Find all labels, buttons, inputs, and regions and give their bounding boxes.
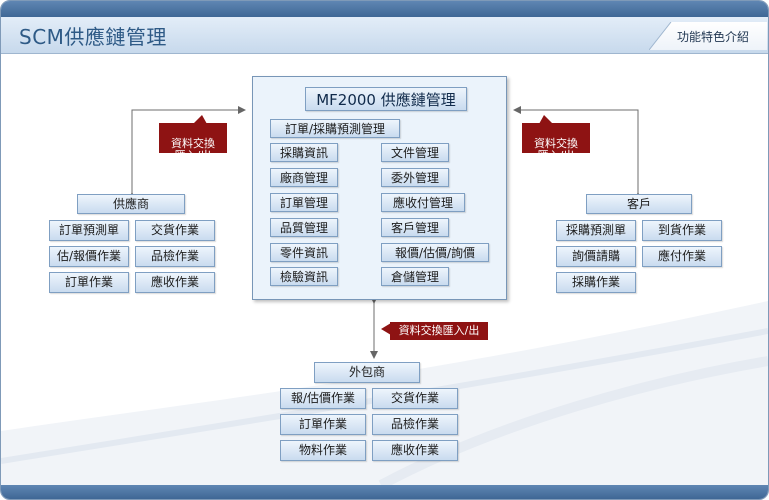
supplier-item[interactable]: 交貨作業 [135,220,215,241]
supplier-item[interactable]: 應收作業 [135,272,215,293]
feature-tag-box [649,22,767,50]
center-item[interactable]: 客戶管理 [381,218,449,237]
bottom-bar [1,485,768,499]
customer-title[interactable]: 客戶 [586,194,692,214]
outsourcer-item[interactable]: 交貨作業 [372,388,458,409]
outsourcer-item[interactable]: 報/估價作業 [280,388,366,409]
header-band [1,17,768,54]
customer-item[interactable]: 採購預測單 [556,220,636,241]
callout-text: 資料交換匯入/出 [398,324,480,337]
center-item[interactable]: 零件資訊 [270,243,338,262]
center-item[interactable]: 應收付管理 [381,193,465,212]
center-item[interactable]: 倉儲管理 [381,267,449,286]
center-item[interactable]: 報價/估價/詢價 [381,243,489,262]
outsourcer-item[interactable]: 物料作業 [280,440,366,461]
center-subtitle[interactable]: 訂單/採購預測管理 [270,119,400,138]
center-item[interactable]: 檢驗資訊 [270,267,338,286]
center-item[interactable]: 採購資訊 [270,143,338,162]
outsourcer-item[interactable]: 應收作業 [372,440,458,461]
center-item[interactable]: 廠商管理 [270,168,338,187]
outsourcer-item[interactable]: 訂單作業 [280,414,366,435]
feature-tag[interactable]: 功能特色介紹 [677,30,750,44]
page-title: SCM供應鏈管理 [19,25,167,49]
supplier-item[interactable]: 品檢作業 [135,246,215,267]
callout-pointer [539,115,553,124]
center-item[interactable]: 委外管理 [381,168,449,187]
supplier-title[interactable]: 供應商 [77,194,185,214]
callout-text: 資料交換 匯入/出 [171,137,215,162]
outsourcer-item[interactable]: 品檢作業 [372,414,458,435]
top-bar [1,1,768,17]
center-item[interactable]: 文件管理 [381,143,449,162]
callout-text: 資料交換 匯入/出 [534,137,578,162]
callout-pointer [193,115,207,124]
customer-item[interactable]: 詢價請購 [556,246,636,267]
callout-pointer [381,323,391,335]
data-exchange-callout-left: 資料交換 匯入/出 [159,123,227,162]
data-exchange-callout-bottom: 資料交換匯入/出 [390,322,488,340]
data-exchange-callout-right: 資料交換 匯入/出 [522,123,590,162]
supplier-item[interactable]: 訂單預測單 [49,220,129,241]
tag-divider [649,22,672,50]
customer-item[interactable]: 採購作業 [556,272,636,293]
center-item[interactable]: 訂單管理 [270,193,338,212]
supplier-item[interactable]: 估/報價作業 [49,246,129,267]
outsourcer-title[interactable]: 外包商 [314,362,420,383]
customer-item[interactable]: 應付作業 [642,246,722,267]
supplier-item[interactable]: 訂單作業 [49,272,129,293]
customer-item[interactable]: 到貨作業 [642,220,722,241]
center-item[interactable]: 品質管理 [270,218,338,237]
central-panel [252,76,507,300]
center-title[interactable]: MF2000 供應鏈管理 [305,87,467,111]
